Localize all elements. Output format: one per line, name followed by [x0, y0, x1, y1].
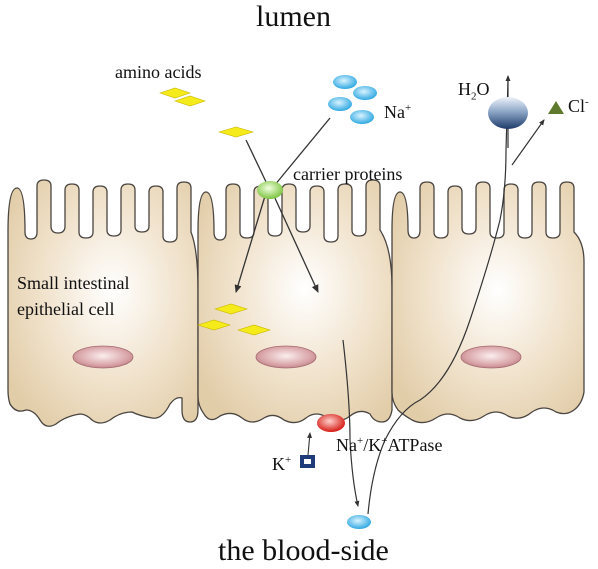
sodium-label-base: Na — [384, 102, 405, 122]
potassium-entry-arrow — [307, 432, 313, 456]
amino-acid-path-line — [245, 139, 269, 187]
sodium-entry-arrow — [273, 195, 319, 293]
atpase-k: /K — [363, 435, 382, 455]
na-k-atpase-pump-icon — [317, 414, 345, 432]
cell-label-line2: epithelial cell — [17, 299, 115, 319]
atpase-rest: ATPase — [387, 435, 443, 455]
water-chloride-path — [367, 79, 509, 515]
sodium-ion-icon — [333, 75, 357, 89]
sodium-label-charge: + — [405, 102, 412, 114]
amino-acid-icon — [213, 303, 249, 315]
epithelial-cell-left — [7, 179, 199, 427]
carrier-protein-icon — [257, 181, 283, 199]
chloride-label-base: Cl — [568, 96, 586, 116]
water-label-o: O — [476, 79, 490, 99]
epithelial-cell-right — [391, 181, 585, 424]
chloride-exit-arrow — [511, 119, 545, 166]
chloride-label: Cl- — [568, 96, 589, 116]
atpase-plus2: + — [381, 435, 388, 447]
amino-acid-icon — [159, 87, 191, 99]
amino-acid-icon — [217, 126, 255, 138]
sodium-label: Na+ — [384, 102, 412, 122]
sodium-ion-icon — [353, 86, 377, 100]
amino-acid-entry-arrow — [234, 195, 266, 293]
sodium-ion-blood-icon — [347, 515, 371, 529]
sodium-ion-icon — [350, 110, 374, 124]
potassium-label: K+ — [272, 454, 292, 474]
atpase-label: Na+/K+ATPase — [336, 435, 443, 455]
cell-label-line1: Small intestinal — [17, 273, 130, 293]
chloride-label-charge: - — [585, 96, 589, 108]
water-label-h: H — [458, 79, 471, 99]
chloride-ion-icon — [548, 101, 564, 114]
lumen-label: lumen — [256, 0, 331, 33]
blood-side-label: the blood-side — [218, 534, 389, 567]
amino-acids-label: amino acids — [115, 62, 202, 82]
water-label: H2O — [458, 80, 490, 103]
potassium-label-base: K — [272, 454, 285, 474]
sodium-path-line — [273, 117, 331, 187]
atpase-plus1: + — [357, 435, 364, 447]
nucleus-right — [460, 345, 522, 369]
epithelial-cell-middle — [197, 179, 393, 424]
sodium-ion-icon — [328, 97, 352, 111]
sodium-exit-arrow — [342, 339, 360, 507]
amino-acid-icon — [174, 95, 206, 107]
amino-acid-icon — [236, 324, 272, 336]
amino-acid-icon — [196, 319, 232, 331]
atpase-na: Na — [336, 435, 357, 455]
carrier-proteins-label: carrier proteins — [293, 164, 403, 184]
potassium-label-charge: + — [285, 454, 292, 466]
water-label-sub: 2 — [471, 90, 477, 103]
nucleus-middle — [255, 345, 317, 369]
potassium-ion-inner — [304, 459, 311, 464]
nucleus-left — [72, 345, 134, 369]
water-molecule-icon — [488, 97, 528, 129]
